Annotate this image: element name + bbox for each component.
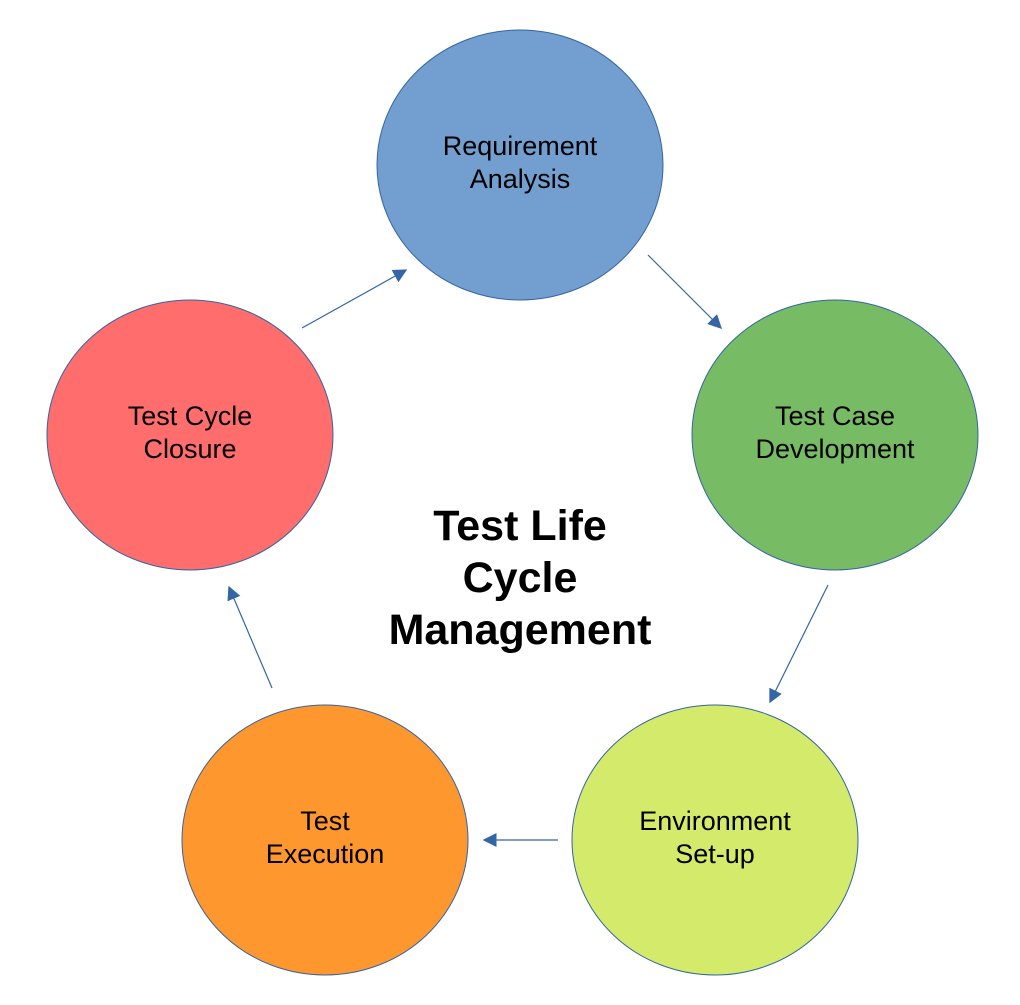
stage-label-line: Test Cycle (127, 401, 253, 431)
stage-node-environment-set-up (571, 704, 859, 976)
diagram-title-line-1: Test Life (433, 502, 607, 550)
stage-node-test-execution (181, 704, 469, 976)
stage-node-test-case-development (691, 299, 979, 571)
stage-node-requirement-analysis (376, 29, 664, 301)
nodes-layer (46, 29, 979, 976)
arrow-test-cycle-closure-to-requirement-analysis (301, 269, 408, 329)
diagram-title-line-2: Cycle (462, 554, 578, 602)
stage-label-line: Environment (639, 806, 791, 836)
stage-label-line: Analysis (469, 164, 571, 194)
stage-label-line: Requirement (442, 131, 598, 161)
stage-label-line: Development (755, 434, 915, 464)
arrow-test-case-development-to-environment-set-up (769, 584, 829, 704)
diagram-title-line-3: Management (388, 606, 652, 654)
stage-label-line: Test Case (774, 401, 896, 431)
stage-node-test-cycle-closure (46, 299, 334, 571)
diagram-title: Test Life Cycle Management (340, 500, 700, 656)
edges-layer (227, 254, 829, 847)
stage-label-line: Set-up (675, 839, 755, 869)
arrow-requirement-analysis-to-test-case-development (647, 254, 722, 329)
stage-label-line: Test (300, 806, 350, 836)
stage-label-line: Execution (265, 839, 385, 869)
arrow-test-execution-to-test-cycle-closure (227, 585, 273, 689)
stage-label-line: Closure (143, 434, 237, 464)
